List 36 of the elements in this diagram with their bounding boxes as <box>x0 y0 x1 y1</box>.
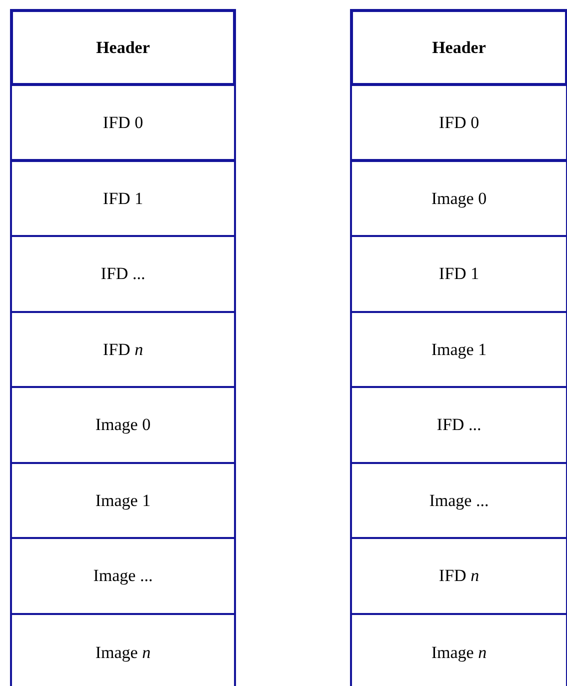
field-box <box>350 162 567 237</box>
field-box <box>350 614 567 686</box>
box-label: IFD n <box>438 565 480 587</box>
field-box <box>350 539 567 614</box>
header-box <box>350 9 567 86</box>
box-label: IFD 0 <box>102 112 144 134</box>
box-label: Image 1 <box>431 338 487 361</box>
field-box <box>350 237 567 312</box>
field-box <box>10 464 236 539</box>
field-box <box>350 86 567 162</box>
field-box <box>350 312 567 388</box>
box-label: IFD 0 <box>438 112 480 134</box>
box-label: Image n <box>431 642 487 664</box>
field-box <box>10 539 236 614</box>
box-label: IFD ... <box>100 263 146 285</box>
box-label: Image ... <box>93 565 153 587</box>
box-label: Image n <box>95 642 151 664</box>
field-box <box>10 614 236 686</box>
field-box <box>350 388 567 464</box>
box-label: Header <box>432 36 486 59</box>
box-label: Image 0 <box>95 414 151 436</box>
box-label: IFD 1 <box>102 188 144 210</box>
field-box <box>10 388 236 464</box>
box-label: Image 1 <box>95 490 151 512</box>
box-label: IFD n <box>102 338 144 360</box>
field-box <box>10 237 236 312</box>
field-box <box>10 86 236 162</box>
header-box <box>10 9 236 86</box>
field-box <box>10 162 236 237</box>
box-label: IFD 1 <box>438 263 480 285</box>
field-box <box>10 312 236 388</box>
box-label: IFD ... <box>436 414 482 436</box>
box-label: Image ... <box>429 490 489 512</box>
field-box <box>350 464 567 539</box>
box-label: Image 0 <box>431 188 487 210</box>
box-label: Header <box>96 36 150 59</box>
